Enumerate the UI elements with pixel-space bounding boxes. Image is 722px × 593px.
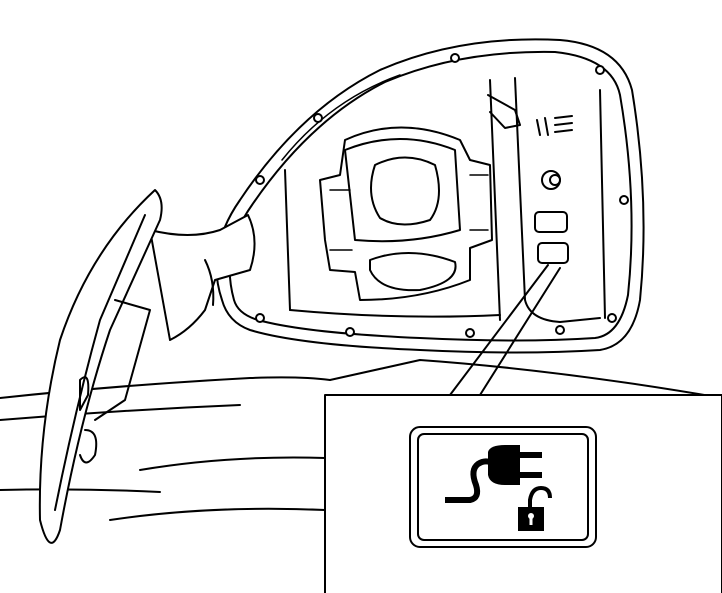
vehicle-body-lines: [0, 359, 722, 521]
plug-unlock-icon: [409, 426, 597, 548]
screws: [255, 53, 629, 338]
callout: [324, 264, 722, 593]
charge-port-door: [38, 189, 256, 544]
switch-panel: [487, 94, 573, 264]
button-upper: [534, 211, 568, 233]
charging-inlet: [319, 126, 493, 301]
charge-port-unlock-button: [537, 242, 569, 264]
